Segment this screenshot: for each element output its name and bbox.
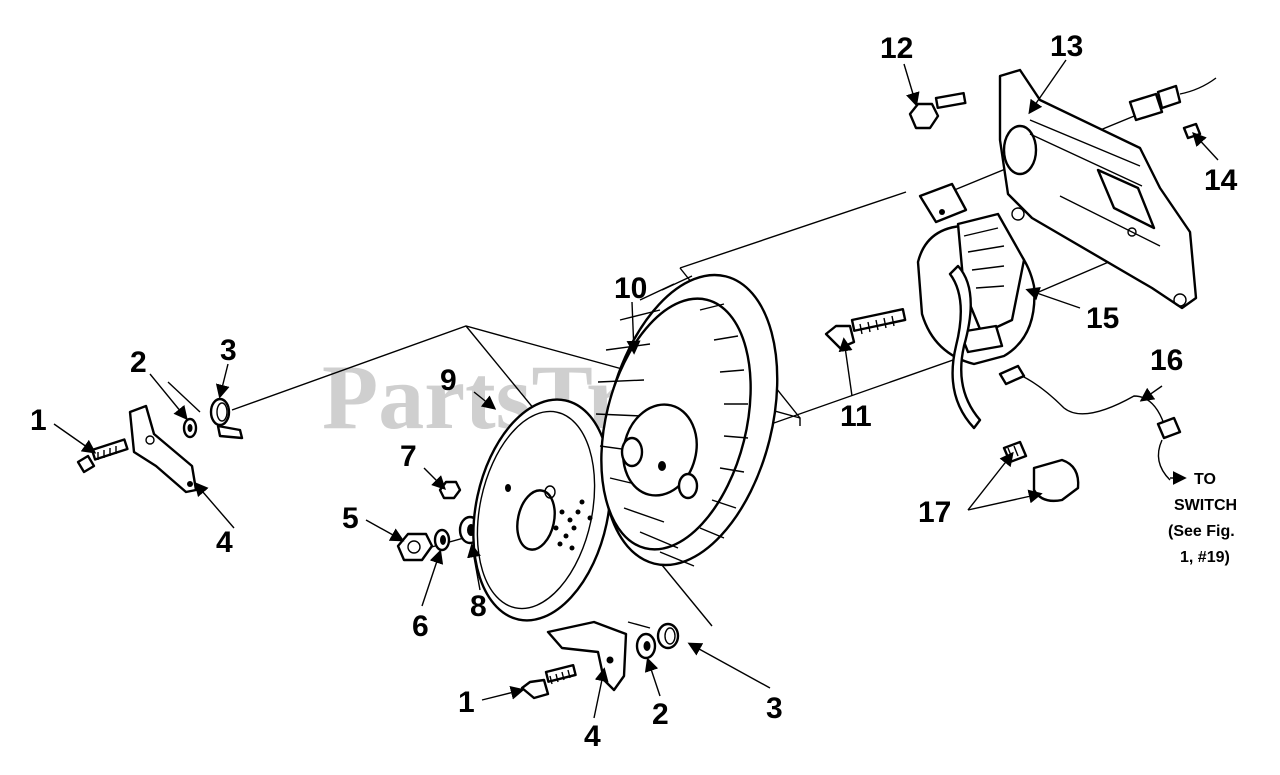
- spark-plug-boot-part-17: [1002, 440, 1080, 503]
- callout-13: 13: [1050, 30, 1083, 63]
- bolt-part-11: [824, 307, 907, 350]
- callout-16: 16: [1150, 344, 1183, 377]
- washer-part-2-right: [635, 632, 657, 660]
- callout-17: 17: [918, 496, 951, 529]
- spring-part-3-left: [209, 397, 244, 440]
- callout-5: 5: [342, 502, 359, 535]
- callout-1-right: 1: [458, 686, 475, 719]
- screw-part-12: [908, 91, 967, 130]
- callout-1-left: 1: [30, 404, 47, 437]
- callout-7: 7: [400, 440, 417, 473]
- to-switch-note: TO SWITCH (See Fig. 1, #19): [1168, 471, 1237, 566]
- note-line-2: SWITCH: [1174, 497, 1237, 514]
- brake-lever-part-4-left: [128, 404, 198, 494]
- callout-11: 11: [840, 400, 872, 433]
- ground-wire-part-16: [998, 364, 1182, 481]
- flywheel-screen-part-9: [472, 398, 612, 622]
- callout-8: 8: [470, 590, 487, 623]
- wire-connector-part-14: [1128, 77, 1217, 140]
- callout-2-left: 2: [130, 346, 147, 379]
- callout-2-right: 2: [652, 698, 669, 731]
- callout-15: 15: [1086, 302, 1119, 335]
- callout-3-right: 3: [766, 692, 783, 725]
- lock-washer-part-6: [433, 528, 451, 552]
- note-line-3: (See Fig.: [1168, 523, 1235, 540]
- screw-part-1-left: [76, 438, 129, 474]
- spring-part-3-right: [627, 621, 680, 650]
- washer-part-2-left: [167, 381, 201, 439]
- nut-part-7: [438, 480, 462, 500]
- ignition-module-part-15: [916, 182, 1036, 430]
- screw-part-1-right: [520, 664, 577, 700]
- callout-10: 10: [614, 272, 647, 305]
- leader-arrows: [53, 59, 1219, 719]
- callout-6: 6: [412, 610, 429, 643]
- callout-3-left: 3: [220, 334, 237, 367]
- note-line-4: 1, #19): [1180, 549, 1230, 566]
- callout-14: 14: [1204, 164, 1238, 197]
- callout-9: 9: [440, 364, 457, 397]
- callout-4-left: 4: [216, 526, 233, 559]
- nut-part-5: [396, 532, 434, 562]
- flywheel-part-10: [595, 273, 779, 567]
- note-line-1: TO: [1194, 471, 1216, 488]
- callout-12: 12: [880, 32, 913, 65]
- callout-4-right: 4: [584, 720, 601, 753]
